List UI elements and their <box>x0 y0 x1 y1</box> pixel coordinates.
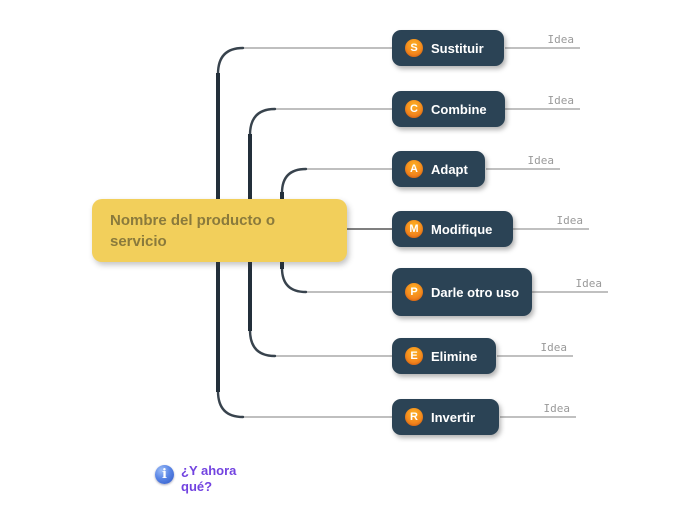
branch-node-adapt[interactable]: A Adapt <box>392 151 485 187</box>
letter-badge-a: A <box>405 160 423 178</box>
branch-label-invertir: Invertir <box>431 409 476 425</box>
idea-placeholder-lines <box>486 47 608 418</box>
branch-node-modifique[interactable]: M Modifique <box>392 211 513 247</box>
central-topic-node[interactable]: Nombre del producto o servicio <box>92 199 347 262</box>
idea-placeholder-adapt[interactable]: Idea <box>527 154 555 167</box>
branch-horizontal-connectors <box>242 47 392 418</box>
branch-label-darle-otro-uso: Darle otro uso <box>431 284 520 300</box>
idea-placeholder-sustituir[interactable]: Idea <box>547 33 575 46</box>
idea-placeholder-combine[interactable]: Idea <box>547 94 575 107</box>
letter-badge-m: M <box>405 220 423 238</box>
footer-question[interactable]: i ¿Y ahora qué? <box>155 463 245 495</box>
branch-label-combine: Combine <box>431 101 487 117</box>
idea-placeholder-darle-otro-uso[interactable]: Idea <box>575 277 603 290</box>
idea-placeholder-invertir[interactable]: Idea <box>543 402 571 415</box>
branch-node-sustituir[interactable]: S Sustituir <box>392 30 504 66</box>
letter-badge-r: R <box>405 408 423 426</box>
branch-node-invertir[interactable]: R Invertir <box>392 399 499 435</box>
branch-label-modifique: Modifique <box>431 221 493 237</box>
central-topic-label: Nombre del producto o servicio <box>110 211 275 250</box>
letter-badge-s: S <box>405 39 423 57</box>
info-icon[interactable]: i <box>155 465 174 484</box>
letter-badge-p: P <box>405 283 423 301</box>
letter-badge-e: E <box>405 347 423 365</box>
branch-node-elimine[interactable]: E Elimine <box>392 338 496 374</box>
branch-label-elimine: Elimine <box>431 348 478 364</box>
branch-node-combine[interactable]: C Combine <box>392 91 505 127</box>
letter-badge-c: C <box>405 100 423 118</box>
info-icon-glyph: i <box>162 467 167 482</box>
branch-node-darle-otro-uso[interactable]: P Darle otro uso <box>392 268 532 316</box>
connector-arcs <box>216 46 308 419</box>
idea-placeholder-elimine[interactable]: Idea <box>540 341 568 354</box>
branch-label-adapt: Adapt <box>431 161 468 177</box>
idea-placeholder-modifique[interactable]: Idea <box>556 214 584 227</box>
branch-label-sustituir: Sustituir <box>431 40 484 56</box>
footer-label: ¿Y ahora qué? <box>181 463 237 494</box>
